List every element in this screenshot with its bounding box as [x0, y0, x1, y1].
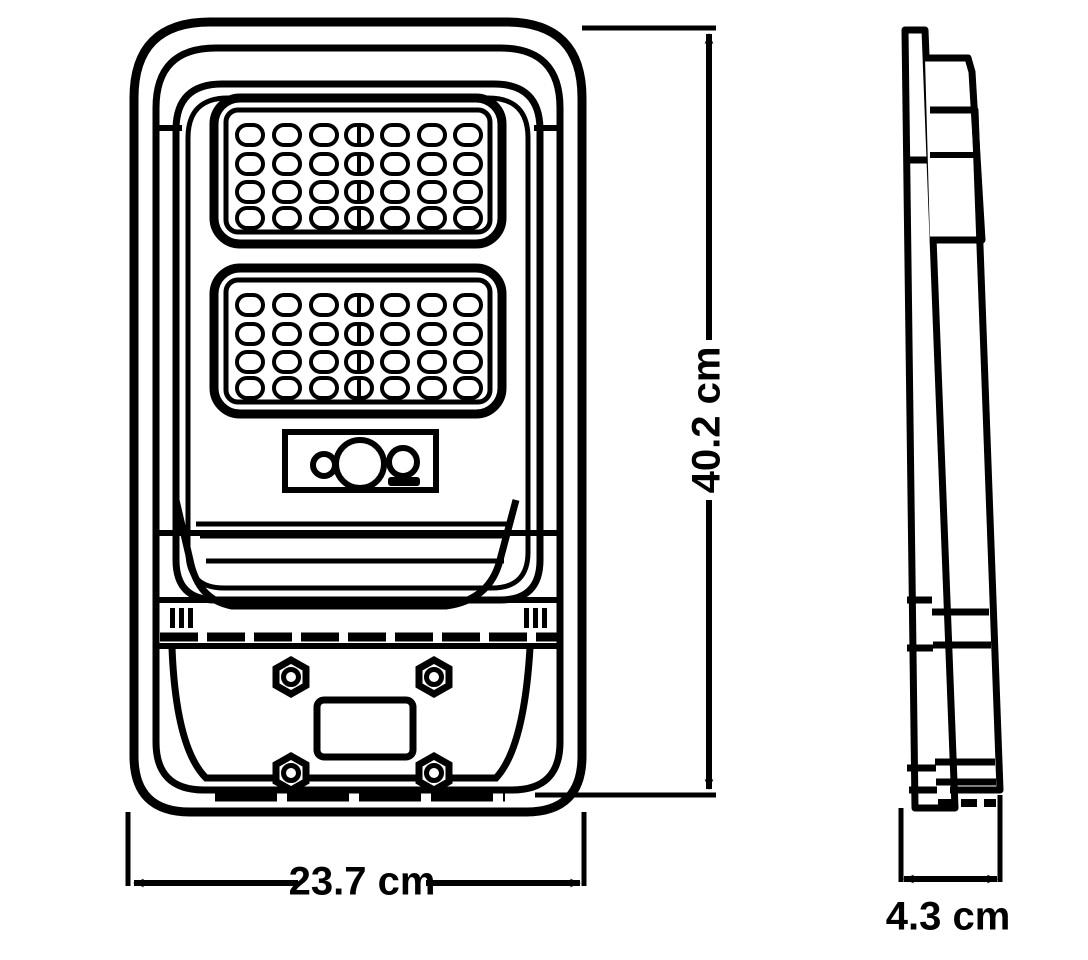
depth-dimension-label: 4.3 cm — [886, 895, 1011, 939]
heatsink-fins — [156, 499, 560, 649]
led-panel-top — [209, 93, 507, 249]
mounting-plate-outline — [168, 647, 534, 782]
mounting-plate — [168, 647, 534, 802]
width-dimension-label: 23.7 cm — [289, 860, 436, 904]
front-view — [129, 17, 587, 817]
vent-slot-group-right — [524, 608, 547, 628]
photocell-base-icon — [388, 477, 420, 486]
dimension-width: 23.7 cm — [125, 812, 587, 904]
mounting-plate-center-recess — [313, 696, 417, 761]
hex-bolt-top-right — [419, 660, 449, 694]
vent-slot-group-left — [170, 608, 193, 628]
photocell-sensor-icon — [386, 445, 420, 479]
dimension-depth: 4.3 cm — [886, 795, 1011, 939]
side-view — [901, 26, 1004, 812]
hex-bolt-bottom-right — [419, 756, 449, 790]
side-body-mass — [930, 106, 1004, 794]
hex-bolt-top-left — [276, 660, 306, 694]
hex-bolt-bottom-left — [276, 756, 306, 790]
sensor-module — [282, 429, 439, 493]
led-panel-bottom — [209, 263, 507, 419]
side-lens-hump — [925, 54, 986, 244]
heatsink-taper-outline — [172, 499, 520, 610]
height-dimension-label: 40.2 cm — [685, 347, 729, 494]
dimension-height: 40.2 cm — [535, 25, 729, 798]
large-sensor-lens-icon — [333, 437, 387, 491]
small-indicator-circle-icon — [310, 451, 338, 479]
